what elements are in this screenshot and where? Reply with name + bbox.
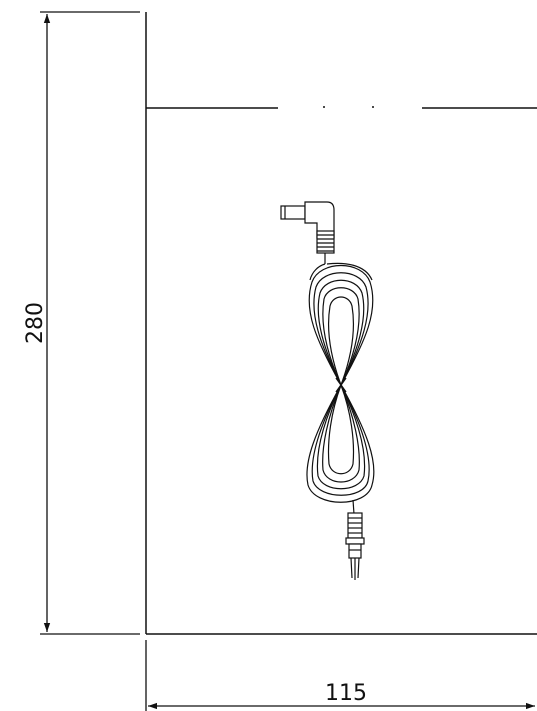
coiled-cable xyxy=(306,262,375,515)
power-cable-icon xyxy=(280,201,375,580)
height-dimension xyxy=(40,11,140,635)
hang-hole-dot xyxy=(323,106,325,108)
dc-plug-icon xyxy=(280,201,335,264)
width-dimension-label: 115 xyxy=(325,681,367,706)
width-dimension xyxy=(145,640,535,711)
hang-hole-dot xyxy=(372,106,374,108)
height-dimension-label: 280 xyxy=(23,302,48,344)
package-outline xyxy=(145,12,537,635)
cable-end-icon xyxy=(345,512,365,580)
